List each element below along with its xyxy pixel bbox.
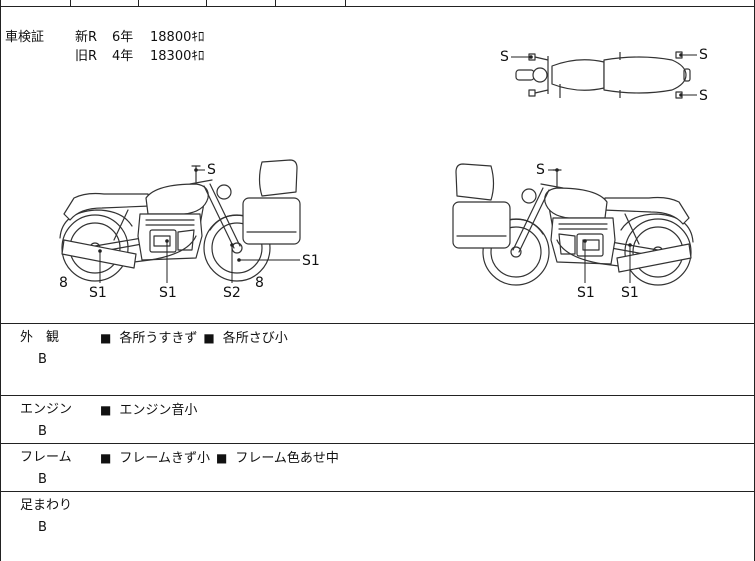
pointer-dots (98, 53, 683, 262)
section-frame: フレーム B ■ フレームきず小 ■ フレーム色あせ中 (0, 444, 755, 491)
top-row-divider (345, 0, 346, 6)
headlight (532, 67, 548, 83)
divider-line (0, 6, 755, 7)
pointer-dot (237, 258, 241, 262)
pointer-dot (679, 53, 683, 57)
registration-years: 6年 (112, 30, 134, 45)
top-row-divider (138, 0, 139, 6)
note-marker: ■ (203, 331, 215, 345)
top-view-motorcycle (515, 51, 691, 99)
note-marker: ■ (215, 451, 228, 465)
note-marker: ■ (100, 451, 112, 465)
damage-label: S (500, 49, 509, 65)
pointer-dot (98, 249, 102, 253)
section-engine: エンジン B ■ エンジン音小 (0, 396, 755, 443)
front-turn-signal (528, 89, 536, 97)
note-marker: ■ (100, 403, 112, 417)
registration-class: 新R (75, 30, 98, 45)
section-grade: B (38, 472, 47, 487)
registration-label: 車検証 (5, 30, 45, 45)
registration-mileage: 18800ｷﾛ (150, 30, 205, 45)
section-label: エンジン (20, 402, 73, 417)
damage-label: S1 (621, 285, 639, 301)
note-text: フレーム色あせ中 (235, 451, 339, 466)
section-notes: ■ フレームきず小 ■ フレーム色あせ中 (100, 448, 345, 469)
pointer-dot (555, 168, 559, 172)
seat (603, 56, 687, 94)
pointer-lines (99, 54, 697, 283)
damage-label: 8 (59, 275, 68, 291)
section-label: 足まわり (20, 498, 73, 513)
section-label: フレーム (20, 450, 72, 465)
note-item: ■ フレーム色あせ中 (216, 448, 339, 469)
damage-label: S (699, 47, 708, 63)
footpeg (559, 52, 621, 98)
top-row-divider (206, 0, 207, 6)
pointer-dot (194, 168, 198, 172)
damage-label: S1 (302, 253, 320, 269)
pointer-dot (679, 93, 683, 97)
top-row-divider (70, 0, 71, 6)
section-grade: B (38, 352, 47, 367)
top-row-divider (275, 0, 276, 6)
right-view-motorcycle (452, 163, 694, 286)
pointer-dot (583, 239, 587, 243)
section-suspension: 足まわり B (0, 492, 755, 561)
damage-diagram: S S S S S1 8 S1 S1 S2 8 S S1 S1 (59, 47, 708, 301)
registration-mileage: 18300ｷﾛ (150, 49, 205, 64)
damage-label: S1 (89, 285, 107, 301)
pointer-dot (628, 243, 632, 247)
divider-line (0, 395, 755, 396)
registration-years: 4年 (112, 49, 134, 64)
divider-line (0, 443, 755, 444)
note-text: 各所さび小 (222, 331, 288, 346)
damage-label: S (207, 162, 216, 178)
note-item: ■ フレームきず小 (100, 448, 210, 469)
note-item: ■ 各所うすきず (100, 328, 197, 349)
damage-label: 8 (255, 275, 264, 291)
note-text: フレームきず小 (119, 451, 210, 466)
registration-class: 旧R (75, 49, 98, 64)
front-wheel (515, 69, 535, 81)
damage-label: S (699, 88, 708, 104)
note-item: ■ 各所さび小 (203, 328, 287, 349)
signal-stem (534, 56, 549, 94)
tail-light (683, 68, 691, 82)
note-text: エンジン音小 (119, 403, 198, 418)
pointer-dot (529, 55, 533, 59)
damage-label: S2 (223, 285, 241, 301)
section-notes: ■ エンジン音小 (100, 400, 203, 421)
damage-label: S (536, 162, 545, 178)
section-notes: ■ 各所うすきず ■ 各所さび小 (100, 328, 294, 349)
section-exterior: 外 観 B ■ 各所うすきず ■ 各所さび小 (0, 324, 755, 395)
note-marker: ■ (100, 331, 112, 345)
damage-label: S1 (577, 285, 595, 301)
divider-line (0, 323, 755, 324)
left-view-motorcycle (59, 159, 301, 282)
section-grade: B (38, 424, 47, 439)
pointer-dot (165, 239, 169, 243)
note-text: 各所うすきず (119, 331, 198, 346)
damage-label: S1 (159, 285, 177, 301)
section-label: 外 観 (20, 330, 60, 345)
section-grade: B (38, 520, 47, 535)
pointer-dot (230, 243, 234, 247)
divider-line (0, 491, 755, 492)
note-item: ■ エンジン音小 (100, 400, 197, 421)
